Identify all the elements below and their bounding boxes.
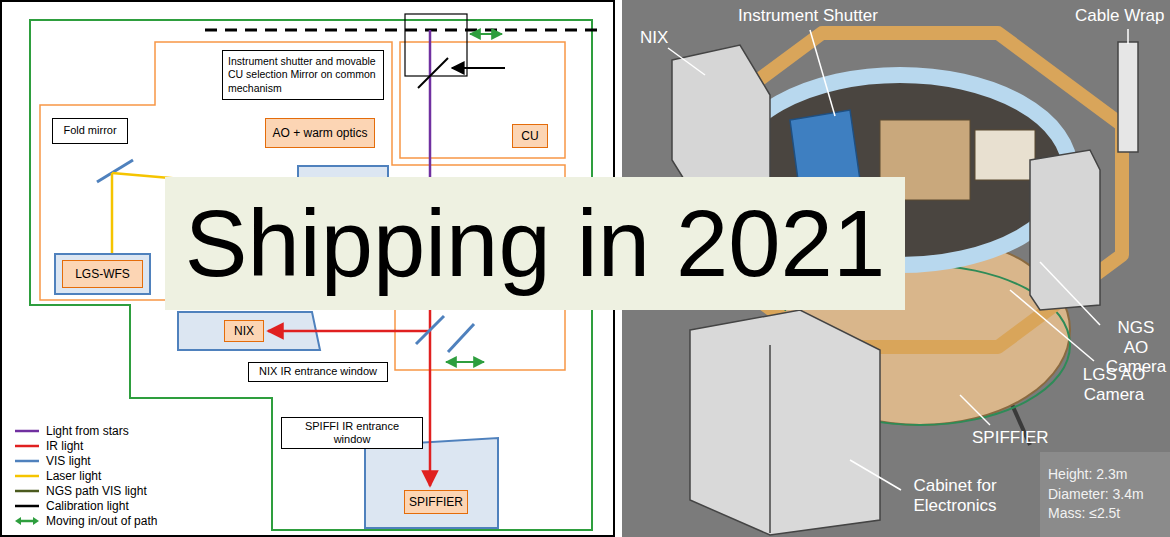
node-text: NIX IR entrance window <box>259 365 377 378</box>
node-text: Diameter: 3.4m <box>1048 485 1144 505</box>
legend-swatch <box>14 516 40 526</box>
focal-plane <box>205 29 598 32</box>
legend-swatch <box>14 441 40 451</box>
cable-wrap <box>1118 42 1138 152</box>
note-box: SPIFFI IR entrance window <box>281 417 423 449</box>
leader-line <box>810 30 835 116</box>
legend-line <box>15 505 39 508</box>
node-text: AO + warm optics <box>272 126 367 140</box>
side-box <box>1030 150 1100 310</box>
legend-line <box>15 460 39 463</box>
legend-item: Light from stars <box>14 424 129 438</box>
note-box: Instrument shutter and movable CU select… <box>222 50 384 100</box>
callout-label: Instrument Shutter <box>738 6 878 26</box>
callout-label: Cable Wrap <box>1075 6 1164 26</box>
cabinet-edge <box>769 345 771 533</box>
dichroic <box>416 316 444 344</box>
unit-box: AO + warm optics <box>265 118 375 148</box>
legend-text: NGS path VIS light <box>46 484 147 498</box>
unit-box: NIX <box>224 320 264 342</box>
moving-arrow <box>446 361 484 363</box>
node-text: NIX <box>234 324 254 338</box>
legend-item: VIS light <box>14 454 91 468</box>
legend-text: IR light <box>46 439 83 453</box>
node-text: Fold mirror <box>63 124 116 137</box>
legend-line <box>19 520 35 523</box>
legend-item: Calibration light <box>14 499 129 513</box>
spiffier-housing <box>365 438 498 528</box>
leader-line <box>668 48 705 75</box>
legend-text: VIS light <box>46 454 91 468</box>
callout-label: Cabinet for Electronics <box>905 476 1005 515</box>
ir-light <box>268 330 428 333</box>
banner: Shipping in 2021 <box>165 177 905 310</box>
node-text: SPIFFI IR entrance window <box>286 420 418 446</box>
node-text: CU <box>521 129 538 143</box>
laser-light <box>111 173 114 254</box>
fold-mirror <box>97 160 133 182</box>
cu-region <box>400 42 565 158</box>
legend-item: Moving in/out of path <box>14 514 157 528</box>
legend-line <box>15 430 39 433</box>
legend-text: Light from stars <box>46 424 129 438</box>
legend-item: IR light <box>14 439 83 453</box>
note-box: Fold mirror <box>52 118 128 144</box>
leader-line <box>960 395 990 425</box>
dichroic <box>448 324 474 352</box>
arrow-head <box>33 517 39 525</box>
note-box: NIX IR entrance window <box>248 362 388 382</box>
legend-swatch <box>14 486 40 496</box>
unit-box: SPIFFIER <box>404 490 468 514</box>
leader-line <box>1010 290 1094 361</box>
legend-line <box>15 475 39 478</box>
node-text: Shipping in 2021 <box>185 197 885 291</box>
leader-line <box>850 460 901 490</box>
leader-line <box>1040 262 1100 325</box>
spec-box: Height: 2.3mDiameter: 3.4mMass: ≤2.5t <box>1040 452 1170 537</box>
node-text: Mass: ≤2.5t <box>1048 504 1120 524</box>
legend-line <box>15 490 39 493</box>
legend-swatch <box>14 501 40 511</box>
legend-item: NGS path VIS light <box>14 484 147 498</box>
legend-line <box>15 445 39 448</box>
legend-text: Calibration light <box>46 499 129 513</box>
callout-label: NIX <box>640 28 668 48</box>
cu-mirror <box>418 58 448 88</box>
unit-box: CU <box>512 124 548 148</box>
legend-text: Moving in/out of path <box>46 514 157 528</box>
node-text: Instrument shutter and movable CU select… <box>228 55 378 94</box>
callout-label: SPIFFIER <box>972 428 1049 448</box>
callout-label: LGS AO Camera <box>1082 365 1146 404</box>
legend-swatch <box>14 456 40 466</box>
legend-item: Laser light <box>14 469 101 483</box>
legend-swatch <box>14 471 40 481</box>
shutter-mechanism <box>405 14 467 76</box>
electronics-cabinet <box>690 310 880 535</box>
optics-bench <box>975 130 1035 180</box>
leader-line <box>1127 29 1129 44</box>
node-text: Height: 2.3m <box>1048 465 1127 485</box>
arrow-head <box>15 517 21 525</box>
legend-swatch <box>14 426 40 436</box>
unit-box: LGS-WFS <box>62 260 143 288</box>
legend-text: Laser light <box>46 469 101 483</box>
node-text: LGS-WFS <box>75 267 130 281</box>
calibration-light <box>452 67 505 69</box>
moving-arrow <box>470 33 502 35</box>
wfs-housing <box>55 254 150 294</box>
node-text: SPIFFIER <box>409 495 463 509</box>
